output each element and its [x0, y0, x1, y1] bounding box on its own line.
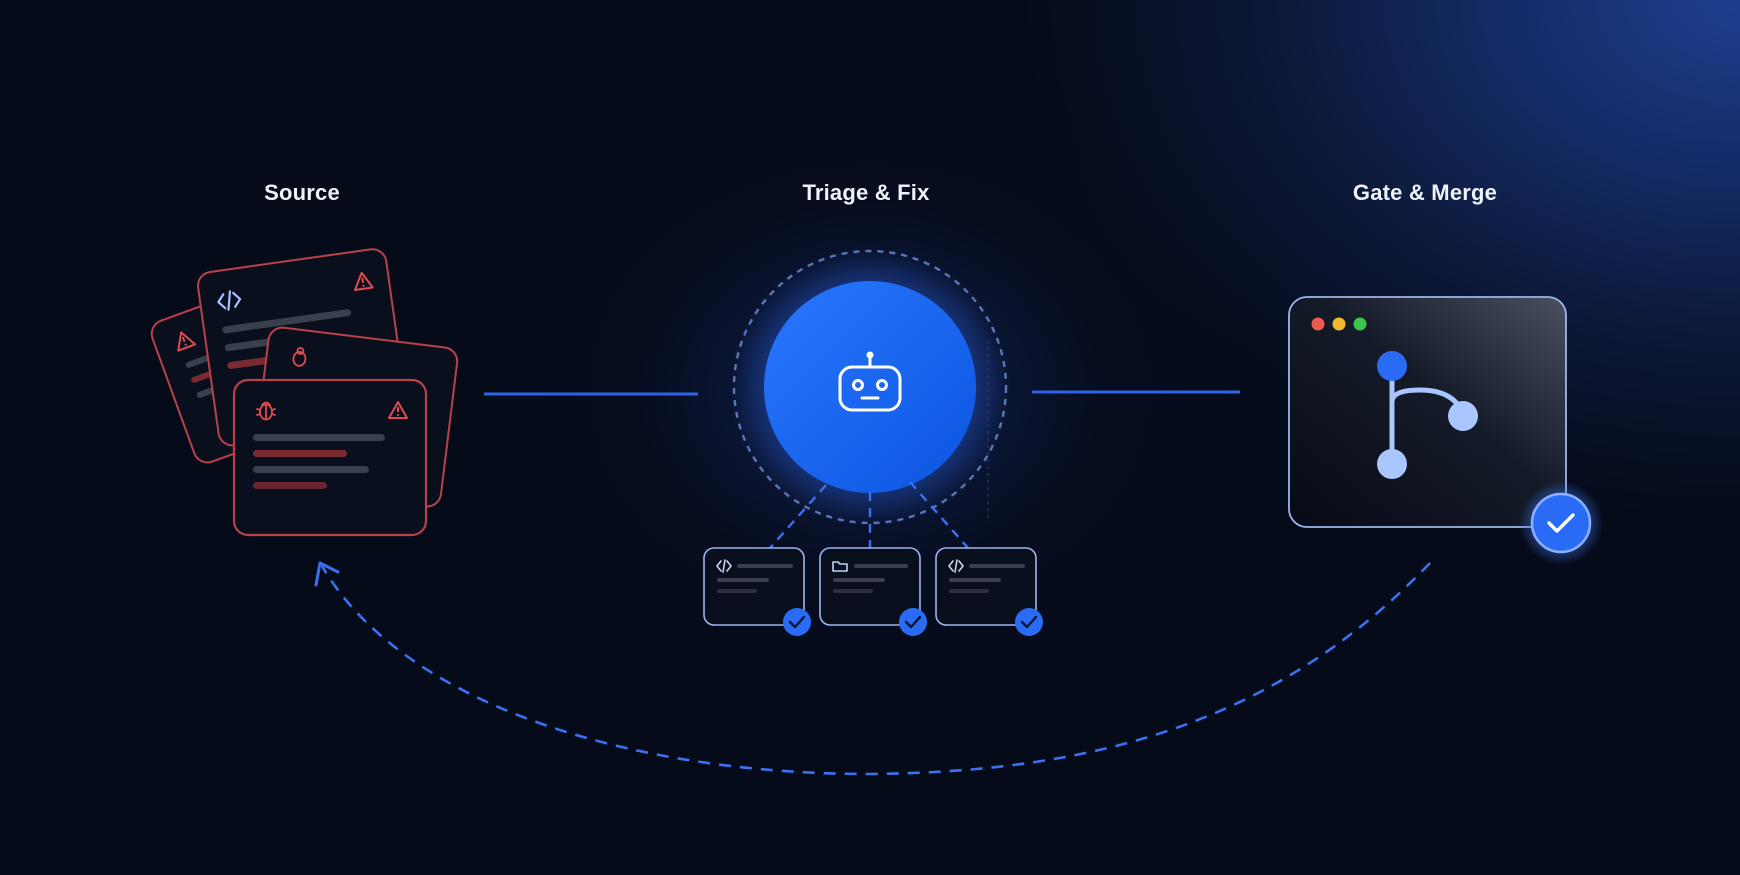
check-badge: [899, 608, 927, 636]
git-branch-icon: [1377, 351, 1478, 479]
orbit-ring: [732, 249, 1008, 525]
window-minimize-dot: [1332, 317, 1346, 331]
code-icon: [947, 559, 965, 573]
check-badge: [1015, 608, 1043, 636]
agent-orb: [764, 281, 976, 493]
merge-approved-badge: [1519, 481, 1603, 565]
output-card-3: [935, 547, 1043, 636]
output-card-1: [703, 547, 811, 636]
merge-window: [1288, 296, 1567, 528]
check-icon: [1547, 513, 1575, 533]
folder-icon: [832, 561, 848, 572]
feedback-loop-arrow: [320, 562, 1431, 776]
output-card-2: [819, 547, 927, 636]
source-card-stack: [150, 248, 459, 537]
bug-icon: [292, 347, 307, 367]
feedback-arrowhead: [314, 561, 340, 587]
stage-label-gate: Gate & Merge: [1352, 180, 1498, 205]
check-badge: [783, 608, 811, 636]
window-close-dot: [1311, 317, 1325, 331]
check-icon: [1020, 615, 1038, 629]
stage-label-triage: Triage & Fix: [802, 180, 930, 205]
warning-icon: [177, 331, 197, 352]
code-icon: [217, 290, 242, 311]
stage-label-source: Source: [264, 180, 340, 205]
warning-icon: [388, 401, 408, 419]
check-icon: [904, 615, 922, 629]
warning-icon: [353, 271, 374, 291]
check-icon: [788, 615, 806, 629]
robot-icon: [838, 351, 902, 412]
bug-icon: [256, 401, 276, 421]
window-maximize-dot: [1353, 317, 1367, 331]
source-card-bug-front: [232, 378, 428, 537]
triage-agent: [730, 247, 1010, 549]
code-icon: [715, 559, 733, 573]
